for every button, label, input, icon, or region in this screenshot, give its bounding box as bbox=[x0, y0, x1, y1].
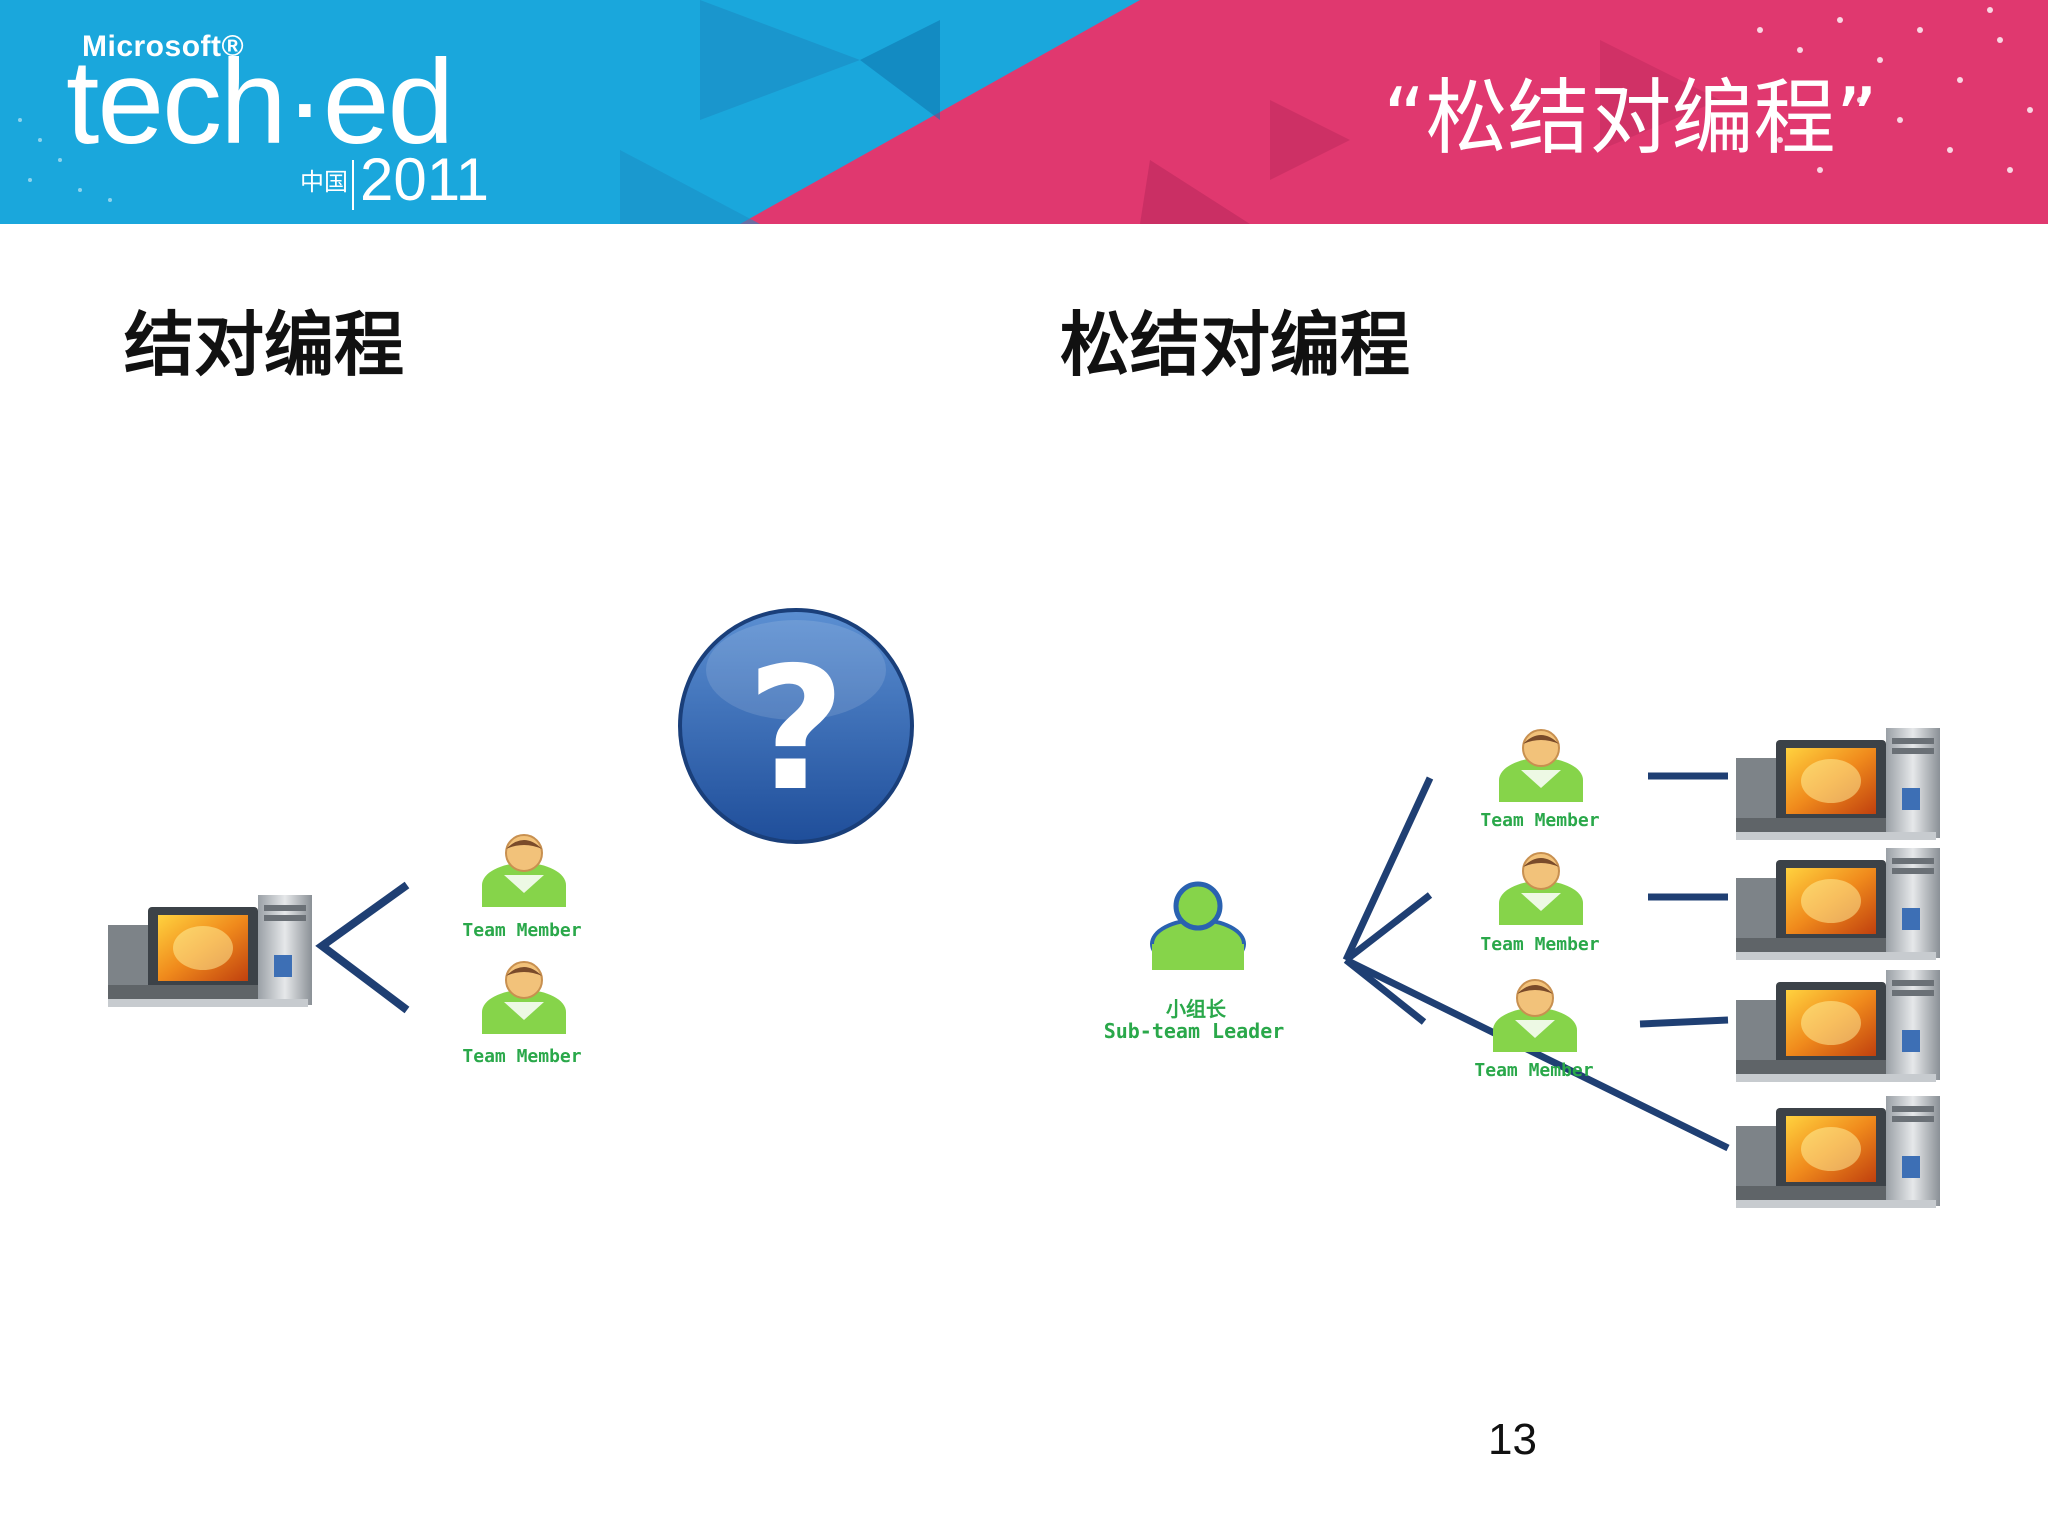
logo-region-text: 中国 bbox=[300, 168, 348, 196]
left-member-1-icon bbox=[481, 834, 567, 908]
right-computer-2-icon bbox=[1736, 848, 1940, 960]
right-computer-3-icon bbox=[1736, 970, 1940, 1082]
leader-icon bbox=[1150, 881, 1246, 970]
right-computer-4-icon bbox=[1736, 1096, 1940, 1208]
left-member-2-icon bbox=[481, 961, 567, 1035]
logo-year-text: 2011 bbox=[360, 146, 490, 213]
question-mark-text: ? bbox=[747, 631, 846, 829]
member-computer-connectors bbox=[1639, 772, 1729, 1028]
right-member-3-icon bbox=[1492, 979, 1578, 1053]
logo-divider bbox=[352, 160, 354, 210]
leader-label-en: Sub-team Leader bbox=[1104, 1019, 1285, 1043]
right-member-1-icon bbox=[1498, 729, 1584, 803]
right-member-3-label: Team Member bbox=[1474, 1060, 1593, 1081]
right-member-2-label: Team Member bbox=[1480, 934, 1599, 955]
right-member-1-label: Team Member bbox=[1480, 810, 1599, 831]
slide-title: “松结对编程” bbox=[1383, 71, 1878, 166]
microsoft-logo-text: Microsoft® bbox=[82, 30, 245, 63]
leader-label-cn: 小组长 bbox=[1166, 997, 1227, 1021]
left-heading: 结对编程 bbox=[124, 304, 404, 386]
left-computer-icon bbox=[108, 895, 312, 1007]
banner-background bbox=[0, 0, 2048, 224]
page-number: 13 bbox=[1488, 1415, 1537, 1464]
left-connector bbox=[315, 881, 410, 1014]
header-banner: Microsoft® tech·ed 中国 2011 “松结对编程” bbox=[0, 0, 2048, 224]
question-icon: ? bbox=[678, 608, 914, 844]
teched-logo-text: tech·ed bbox=[66, 35, 454, 169]
right-member-2-icon bbox=[1498, 852, 1584, 926]
right-computer-1-icon bbox=[1736, 728, 1940, 840]
right-heading: 松结对编程 bbox=[1060, 304, 1410, 386]
left-member-1-label: Team Member bbox=[462, 920, 581, 941]
leader-connectors bbox=[1342, 776, 1730, 1152]
left-member-2-label: Team Member bbox=[462, 1046, 581, 1067]
